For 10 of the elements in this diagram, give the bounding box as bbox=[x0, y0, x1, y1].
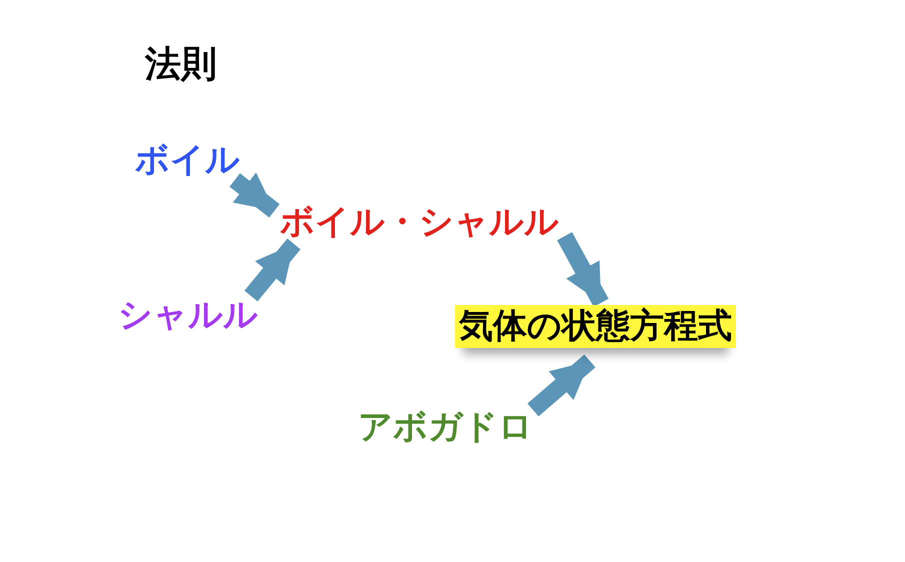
node-label: ボイル・シャルル bbox=[280, 203, 559, 242]
title: 法則 bbox=[145, 43, 217, 87]
arrow bbox=[557, 232, 609, 307]
node-label: シャルル bbox=[118, 296, 258, 336]
node-label: アボガドロ bbox=[358, 408, 533, 448]
arrow bbox=[527, 354, 596, 416]
arrow bbox=[230, 172, 280, 218]
node-label: 気体の状態方程式 bbox=[455, 305, 736, 348]
arrow bbox=[244, 238, 300, 302]
node-label: ボイル bbox=[135, 141, 240, 180]
